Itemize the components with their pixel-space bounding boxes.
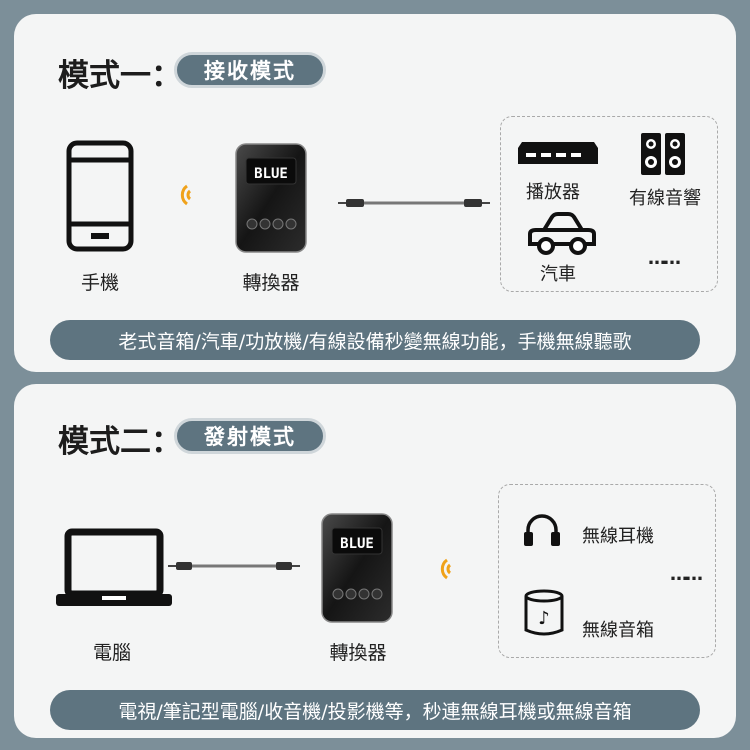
mode2-title: 模式二：: [58, 424, 182, 460]
car-label: 汽車: [540, 264, 576, 285]
speaker-icon: [641, 133, 685, 175]
phone-label: 手機: [80, 272, 120, 294]
mode1-title: 模式一：: [58, 58, 182, 94]
converter-display: BLUE: [340, 536, 374, 552]
phone-icon: [66, 140, 134, 252]
mode1-badge: 接收模式: [174, 52, 326, 88]
car-icon: [528, 212, 596, 255]
converter-device-icon: BLUE: [321, 513, 393, 623]
more-devices-ellipsis: ……: [670, 564, 703, 585]
headphones-icon: [524, 514, 560, 546]
wireless-signal-icon: [180, 184, 192, 206]
transmit-mode-card: 模式二： 發射模式 電腦 BLUE 轉換器: [14, 384, 736, 738]
aux-cable-icon: [168, 562, 300, 570]
aux-cable-icon: [338, 199, 490, 207]
speaker-label: 有線音響: [629, 188, 701, 209]
converter-display: BLUE: [254, 166, 288, 182]
wireless-devices-box: [498, 484, 716, 658]
more-devices-ellipsis: ……: [648, 248, 681, 269]
receive-mode-card: 模式一： 接收模式 手機 BLUE 轉換器: [14, 14, 736, 372]
laptop-icon: [56, 528, 172, 606]
wireless-signal-icon: [440, 558, 452, 580]
mode1-caption: 老式音箱/汽車/功放機/有線設備秒變無線功能，手機無線聽歌: [50, 320, 700, 360]
converter-device-icon: BLUE: [235, 143, 307, 253]
converter-label: 轉換器: [242, 272, 300, 294]
laptop-label: 電腦: [92, 642, 132, 664]
wireless-speaker-icon: ♪: [524, 589, 564, 636]
player-label: 播放器: [526, 182, 580, 203]
svg-text:♪: ♪: [538, 608, 550, 629]
player-icon: [518, 142, 598, 164]
headphones-label: 無線耳機: [582, 526, 654, 547]
speaker-label: 無線音箱: [582, 620, 654, 641]
mode2-caption: 電視/筆記型電腦/收音機/投影機等，秒連無線耳機或無線音箱: [50, 690, 700, 730]
mode2-badge: 發射模式: [174, 418, 326, 454]
output-devices-box: [500, 116, 718, 292]
converter-label: 轉換器: [329, 642, 387, 664]
